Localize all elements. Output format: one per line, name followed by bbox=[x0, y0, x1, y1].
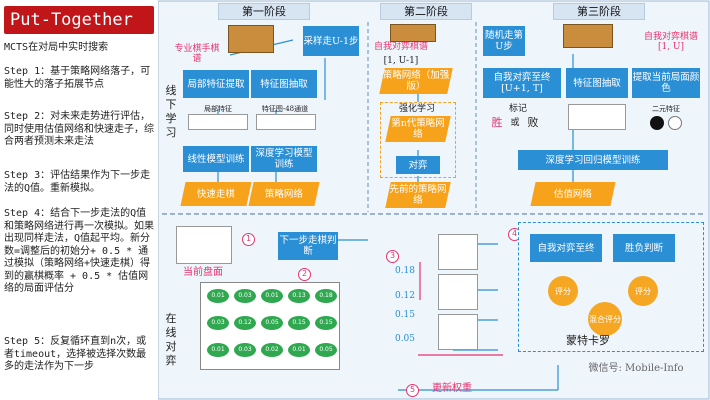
board-prob-7: 0.05 bbox=[261, 316, 283, 330]
go-board-icon bbox=[228, 25, 274, 53]
candidate-board-3 bbox=[438, 314, 478, 350]
step2-text: Step 2：对未来走势进行评估，同时使用估值网络和快速走子，综合两者预测未来走… bbox=[4, 111, 154, 147]
current-board-label: 当前盘面 bbox=[183, 267, 223, 278]
feature-map-icon bbox=[256, 114, 316, 130]
n-gen-policy-box: 第n代策略网络 bbox=[385, 116, 451, 142]
policy-network-rl-box: 策略网络（加强版） bbox=[379, 68, 453, 94]
step5-text: Step 5：反复循环直到n次，或者timeout，选择被选择次数最多的走法作为… bbox=[4, 336, 147, 372]
board-prob-9: 0.15 bbox=[315, 316, 337, 330]
board-prob-5: 0.03 bbox=[207, 316, 229, 330]
self-play-end-online-box: 自我对弈至终 bbox=[530, 234, 602, 262]
self-play-end-box: 自我对弈至终[U+1, T] bbox=[483, 68, 561, 98]
or-label: 或 bbox=[510, 118, 520, 128]
prob-2: 0.12 bbox=[394, 291, 416, 301]
binary-feature-label: 二元特征 bbox=[652, 105, 680, 113]
board-prob-4: 0.18 bbox=[315, 289, 337, 303]
board-prob-10: 0.01 bbox=[207, 343, 229, 357]
step-1-marker: 1 bbox=[242, 233, 255, 246]
alphago-diagram: 第一阶段 第二阶段 第三阶段 线下学习 专业棋手棋谱 采样走U-1步 局部特征提… bbox=[158, 0, 710, 400]
board-prob-11: 0.03 bbox=[234, 343, 256, 357]
step3-text: Step 3：评估结果作为下一步走法的Q值。重新模拟。 bbox=[4, 170, 151, 194]
board-prob-13: 0.01 bbox=[288, 343, 310, 357]
self-play-games-label: 自我对弈棋谱 bbox=[373, 42, 428, 52]
deep-train-box: 深度学习模型训练 bbox=[251, 146, 317, 172]
watermark: 微信号: Mobile-Info bbox=[588, 363, 684, 374]
win-label: 胜 bbox=[491, 116, 503, 129]
prob-3: 0.15 bbox=[394, 310, 416, 320]
local-feature-sub: 局部特征 bbox=[204, 105, 232, 113]
policy-board: 0.01 0.03 0.01 0.13 0.18 0.03 0.12 0.05 0.15 0.15… bbox=[200, 282, 340, 370]
slide-title: Put-Together bbox=[4, 6, 154, 34]
deep-regression-box: 深度学习回归模型训练 bbox=[518, 150, 668, 170]
previous-policy-box: 先前的策略网络 bbox=[385, 182, 451, 208]
intro-text: MCTS在对局中实时搜索 bbox=[4, 42, 109, 53]
lose-label: 败 bbox=[527, 116, 539, 129]
board-prob-3: 0.13 bbox=[288, 289, 310, 303]
candidate-board-2 bbox=[438, 274, 478, 310]
step-3-marker: 3 bbox=[386, 250, 399, 263]
fast-rollout-box: 快速走棋 bbox=[180, 182, 252, 206]
left-panel: Put-Together MCTS在对局中实时搜索 Step 1：基于策略网络落… bbox=[0, 0, 158, 400]
step-5-marker: 5 bbox=[406, 384, 419, 397]
offline-side-label: 线下学习 bbox=[165, 84, 177, 139]
board-prob-12: 0.02 bbox=[261, 343, 283, 357]
candidate-board-1 bbox=[438, 234, 478, 270]
board-prob-14: 0.05 bbox=[315, 343, 337, 357]
mcts-label: 蒙特卡罗 bbox=[566, 334, 610, 347]
self-play-box: 对弈 bbox=[396, 156, 440, 174]
random-move-box: 随机走第U步 bbox=[483, 26, 525, 56]
board-prob-8: 0.15 bbox=[288, 316, 310, 330]
linear-train-box: 线性模型训练 bbox=[183, 146, 249, 172]
feature-map-icon-2 bbox=[568, 104, 626, 130]
sample-box: 采样走U-1步 bbox=[303, 26, 359, 56]
prob-1: 0.18 bbox=[394, 266, 416, 276]
prob-4: 0.05 bbox=[394, 334, 416, 344]
go-board-icon-2 bbox=[390, 24, 436, 42]
white-stone-icon bbox=[668, 116, 682, 130]
update-weight-label: 更新权重 bbox=[432, 383, 472, 394]
policy-network-box: 策略网络 bbox=[248, 182, 320, 206]
step1-text: Step 1：基于策略网络落子，可能性大的落子拓展节点 bbox=[4, 66, 151, 90]
combined-node: 混合评分 bbox=[588, 302, 622, 336]
next-step-box: 下一步走棋判断 bbox=[278, 232, 338, 260]
eval-node-2: 评分 bbox=[628, 276, 658, 306]
win-judge-box: 胜负判断 bbox=[613, 234, 675, 262]
step4-text: Step 4：结合下一步走法的Q值和策略网络进行再一次模拟。如果出现同样走法，Q… bbox=[4, 208, 154, 294]
board-prob-2: 0.01 bbox=[261, 289, 283, 303]
local-feature-pattern-icon bbox=[188, 114, 248, 130]
board-prob-0: 0.01 bbox=[207, 289, 229, 303]
current-color-box: 提取当前局面颜色 bbox=[632, 68, 700, 98]
board-prob-6: 0.12 bbox=[234, 316, 256, 330]
reinforcement-loop bbox=[380, 102, 456, 178]
value-network-box: 估值网络 bbox=[530, 182, 616, 206]
mark-label: 标记 bbox=[508, 104, 527, 114]
feature-extract-box: 特征图抽取 bbox=[251, 70, 317, 98]
step-2-marker: 2 bbox=[298, 268, 311, 281]
go-board-icon-3 bbox=[563, 24, 613, 48]
online-side-label: 在线对弈 bbox=[165, 312, 177, 367]
stage-3-header: 第三阶段 bbox=[553, 3, 645, 20]
feature-map-sub: 特征图-48通道 bbox=[261, 105, 309, 113]
current-board-icon bbox=[176, 226, 232, 264]
range-label: [1, U-1] bbox=[383, 56, 419, 66]
expert-games-label: 专业棋手棋谱 bbox=[174, 44, 220, 64]
local-feature-box: 局部特征提取 bbox=[183, 70, 249, 98]
reinforcement-label: 强化学习 bbox=[398, 104, 435, 114]
board-prob-1: 0.03 bbox=[234, 289, 256, 303]
eval-node-1: 评分 bbox=[548, 276, 578, 306]
black-stone-icon bbox=[650, 116, 664, 130]
stage-2-header: 第二阶段 bbox=[380, 3, 472, 20]
feature-extract2-box: 特征图抽取 bbox=[566, 68, 628, 98]
stage-1-header: 第一阶段 bbox=[218, 3, 310, 20]
self-play-games2-label: 自我对弈棋谱[1, U] bbox=[643, 32, 698, 52]
